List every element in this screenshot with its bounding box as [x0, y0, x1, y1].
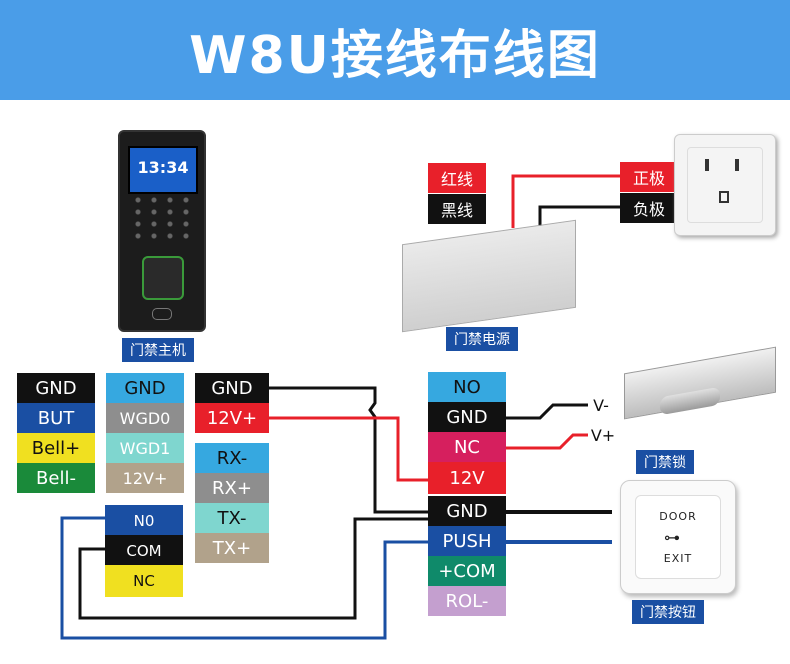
12v-wire	[268, 416, 428, 482]
terminal-wg-12v: 12V+	[106, 463, 184, 493]
psu-terminal-nc: NC	[428, 432, 506, 462]
terminal-bell-minus: Bell-	[17, 463, 95, 493]
lock-neg-label: V-	[593, 395, 609, 415]
button-exit-text: EXIT	[663, 552, 693, 565]
gnd-wire	[268, 386, 428, 514]
psu-terminal-12v: 12V	[428, 462, 506, 494]
terminal-pwr-12v: 12V+	[195, 403, 269, 433]
exit-button-device: DOOR ⊶ EXIT	[620, 480, 736, 594]
terminal-relay-com: COM	[105, 535, 183, 567]
terminal-wgd0: WGD0	[106, 403, 184, 433]
access-controller-device: 13:34	[118, 130, 206, 332]
red-wire-label: 红线	[428, 163, 486, 193]
power-supply-caption: 门禁电源	[446, 327, 518, 351]
lock-neg-wire	[506, 403, 588, 420]
terminal-rx-plus: RX+	[195, 473, 269, 503]
screen-time: 13:34	[137, 158, 189, 177]
lock-pos-label: V+	[590, 425, 616, 445]
socket-hole-l	[705, 159, 709, 171]
page-title: W8U接线布线图	[189, 25, 601, 86]
keypad	[130, 194, 192, 242]
socket-hole-r	[735, 159, 739, 171]
psu-terminal-gnd-2: GND	[428, 496, 506, 526]
terminal-wgd1: WGD1	[106, 433, 184, 463]
black-wire-top	[538, 205, 620, 232]
socket-face	[687, 147, 763, 223]
negative-label: 负极	[620, 193, 678, 223]
terminal-pwr-gnd: GND	[195, 373, 269, 403]
wall-socket	[674, 134, 776, 236]
key-icon: ⊶	[664, 528, 680, 547]
psu-terminal-rol-minus: ROL-	[428, 586, 506, 616]
terminal-bell-plus: Bell+	[17, 433, 95, 463]
controller-screen: 13:34	[128, 146, 198, 194]
lock-caption: 门禁锁	[636, 450, 694, 474]
psu-terminal-no: NO	[428, 372, 506, 402]
lock-pos-wire	[506, 433, 588, 450]
no-wire	[60, 516, 428, 640]
socket-hole-b	[719, 191, 729, 203]
fingerprint-sensor	[142, 256, 184, 300]
terminal-relay-nc: NC	[105, 565, 183, 597]
terminal-relay-no: N0	[105, 505, 183, 537]
terminal-wg-gnd: GND	[106, 373, 184, 403]
terminal-tx-plus: TX+	[195, 533, 269, 563]
positive-label: 正极	[620, 162, 678, 192]
terminal-tx-minus: TX-	[195, 503, 269, 533]
button-caption: 门禁按钮	[632, 600, 704, 624]
button-door-text: DOOR	[659, 510, 697, 523]
com-wire	[78, 517, 428, 620]
psu-terminal-plus-com: +COM	[428, 556, 506, 586]
card-reader-icon	[152, 308, 172, 320]
terminal-but: BUT	[17, 403, 95, 433]
terminal-rx-minus: RX-	[195, 443, 269, 473]
title-banner: W8U接线布线图	[0, 0, 790, 100]
button-face: DOOR ⊶ EXIT	[635, 495, 721, 579]
psu-terminal-push: PUSH	[428, 526, 506, 556]
controller-caption: 门禁主机	[122, 338, 194, 362]
psu-terminal-gnd-1: GND	[428, 402, 506, 432]
red-wire-top	[511, 174, 620, 228]
black-wire-label: 黑线	[428, 194, 486, 224]
terminal-gnd: GND	[17, 373, 95, 403]
